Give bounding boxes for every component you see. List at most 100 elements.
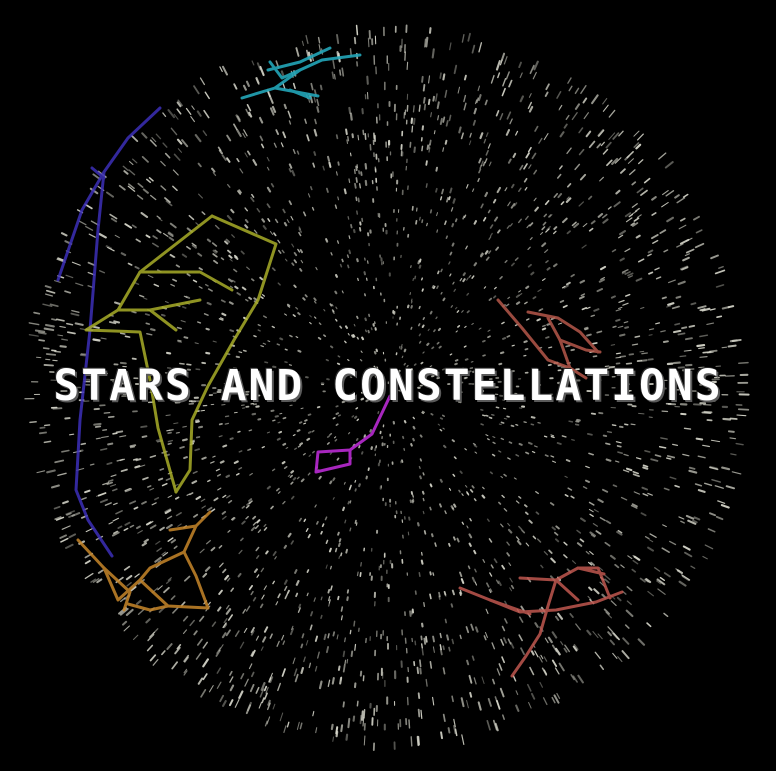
star xyxy=(110,474,117,478)
star xyxy=(334,438,338,442)
star xyxy=(348,106,352,114)
star xyxy=(737,408,750,411)
star xyxy=(288,200,292,206)
star xyxy=(277,593,281,599)
star xyxy=(529,666,535,676)
star xyxy=(721,346,728,349)
star xyxy=(359,359,363,362)
star xyxy=(298,603,302,609)
star xyxy=(553,230,557,235)
star xyxy=(678,580,687,587)
star xyxy=(627,158,634,164)
star xyxy=(427,328,430,332)
star xyxy=(286,721,290,728)
star xyxy=(463,102,467,111)
star xyxy=(429,139,432,146)
star xyxy=(124,335,131,338)
star xyxy=(356,571,359,577)
star xyxy=(38,331,47,335)
star xyxy=(690,565,696,569)
star xyxy=(246,266,251,271)
star xyxy=(401,355,404,359)
star xyxy=(238,549,243,555)
star xyxy=(518,61,522,69)
star xyxy=(677,280,686,286)
star xyxy=(439,632,442,639)
star xyxy=(634,335,641,338)
star xyxy=(93,422,102,426)
star xyxy=(523,340,528,344)
star xyxy=(80,497,87,501)
star xyxy=(119,607,129,616)
star xyxy=(231,517,236,521)
star xyxy=(118,184,126,191)
star xyxy=(556,442,562,445)
star xyxy=(488,538,493,543)
star xyxy=(501,564,506,570)
star xyxy=(127,262,133,266)
star xyxy=(43,440,52,444)
star xyxy=(559,131,565,138)
star xyxy=(572,675,578,683)
star xyxy=(160,160,166,167)
star xyxy=(218,422,223,426)
star xyxy=(282,442,287,446)
star xyxy=(131,224,137,229)
star xyxy=(477,85,481,92)
star xyxy=(177,339,182,342)
star xyxy=(238,467,243,470)
star xyxy=(335,306,338,310)
star xyxy=(369,429,373,433)
star xyxy=(466,292,470,296)
star xyxy=(263,527,268,531)
star xyxy=(340,724,344,733)
star xyxy=(339,325,343,329)
star xyxy=(149,654,157,662)
star xyxy=(510,642,515,649)
star xyxy=(451,439,455,443)
star xyxy=(610,295,616,299)
star xyxy=(194,448,200,452)
star xyxy=(536,318,541,322)
star xyxy=(466,184,469,189)
star xyxy=(472,119,476,126)
star xyxy=(294,569,298,574)
star xyxy=(173,422,179,425)
star xyxy=(613,201,621,208)
star xyxy=(426,222,428,227)
star xyxy=(619,168,626,174)
star xyxy=(149,631,155,638)
star xyxy=(685,248,695,254)
star xyxy=(251,671,255,678)
star xyxy=(363,271,367,276)
star xyxy=(123,170,129,175)
star xyxy=(183,295,188,298)
star xyxy=(191,480,198,485)
star xyxy=(336,240,340,244)
star xyxy=(356,315,359,320)
star xyxy=(621,650,630,660)
star xyxy=(677,332,686,336)
star xyxy=(410,736,413,747)
star xyxy=(297,607,301,613)
star xyxy=(462,215,465,220)
star xyxy=(97,569,104,574)
star xyxy=(336,457,340,461)
star xyxy=(222,622,227,629)
star xyxy=(261,218,266,223)
star xyxy=(57,334,64,337)
star xyxy=(300,259,304,264)
star xyxy=(66,512,72,516)
star xyxy=(692,519,698,524)
star xyxy=(195,436,201,439)
star xyxy=(459,591,462,596)
star xyxy=(238,690,244,699)
star xyxy=(259,688,265,698)
star xyxy=(57,257,65,262)
star xyxy=(184,656,189,663)
star xyxy=(498,450,502,453)
star xyxy=(450,603,454,608)
star xyxy=(593,308,600,312)
star xyxy=(269,676,274,683)
